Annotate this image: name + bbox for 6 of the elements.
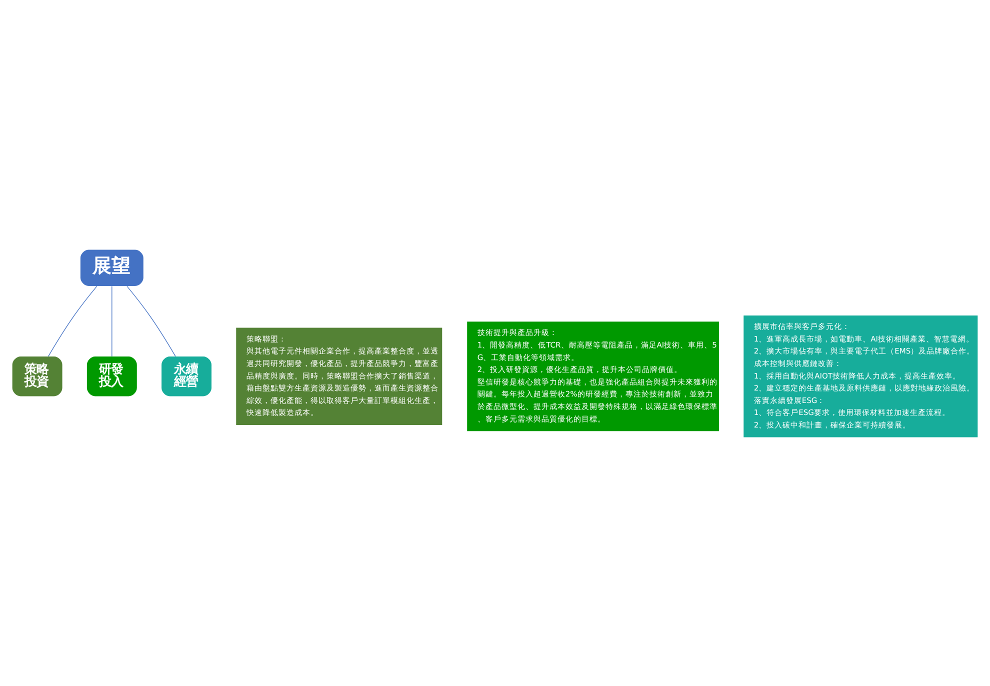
connector	[48, 285, 98, 356]
node-box: 展望	[80, 249, 144, 286]
connector	[126, 285, 176, 356]
node-box: 永續經營	[162, 356, 212, 396]
node-box: 策略投資	[12, 356, 62, 396]
node-box: 研發投入	[86, 356, 137, 396]
